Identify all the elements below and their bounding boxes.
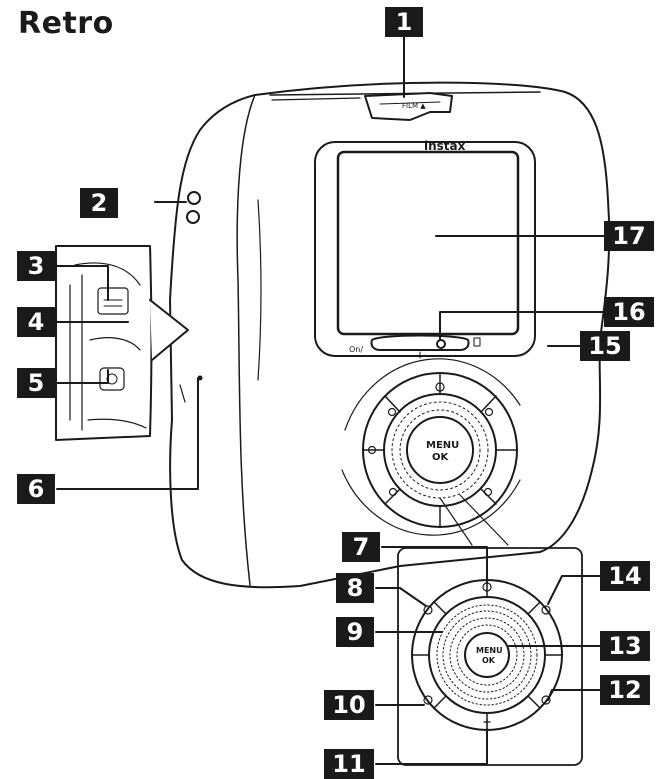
strap-hole-lower: [186, 210, 200, 224]
callout-14: 14: [600, 561, 650, 591]
svg-text:On/: On/: [349, 345, 363, 354]
film-door-latch: FILM ▲: [364, 92, 453, 121]
callout-11: 11: [324, 749, 374, 779]
callout-6: 6: [17, 474, 55, 504]
lcd-frame: [314, 141, 536, 357]
top-slot-lip: [271, 97, 361, 101]
callout-5: 5: [17, 368, 55, 398]
callout-2: 2: [80, 188, 118, 218]
callout-1: 1: [385, 7, 423, 37]
diagram-title: Retro: [18, 6, 114, 41]
camera-body: [169, 81, 611, 589]
svg-text:FILM ▲: FILM ▲: [402, 102, 426, 110]
side-indicator: [179, 384, 186, 403]
svg-text:OK: OK: [432, 452, 450, 463]
card-slot-inset: [55, 245, 189, 441]
control-inset-frame: [397, 547, 583, 766]
callout-9: 9: [336, 617, 374, 647]
strap-hole-upper: [187, 191, 201, 205]
callout-15: 15: [580, 331, 630, 361]
svg-text:MENU: MENU: [476, 646, 503, 655]
callout-13: 13: [600, 631, 650, 661]
mode-switch: On/: [349, 334, 481, 359]
zoom-line-right: [459, 494, 509, 546]
leader-lines: [56, 36, 605, 765]
callout-3: 3: [17, 251, 55, 281]
brand-text: instax: [424, 139, 466, 153]
callout-10: 10: [324, 690, 374, 720]
callout-7: 7: [342, 532, 380, 562]
zoom-line-left: [439, 497, 473, 546]
control-dial-body: MENU OK: [341, 358, 521, 536]
callout-8: 8: [336, 573, 374, 603]
callout-4: 4: [17, 307, 55, 337]
svg-text:OK: OK: [482, 656, 496, 665]
side-panel-edge: [236, 94, 256, 586]
callout-16: 16: [604, 297, 654, 327]
control-dial-enlarged: MENU OK: [411, 579, 563, 731]
callout-12: 12: [600, 675, 650, 705]
lcd-screen: [336, 150, 520, 336]
side-crease: [257, 199, 262, 381]
menu-ok-label: MENU: [426, 440, 459, 451]
callout-17: 17: [604, 221, 654, 251]
